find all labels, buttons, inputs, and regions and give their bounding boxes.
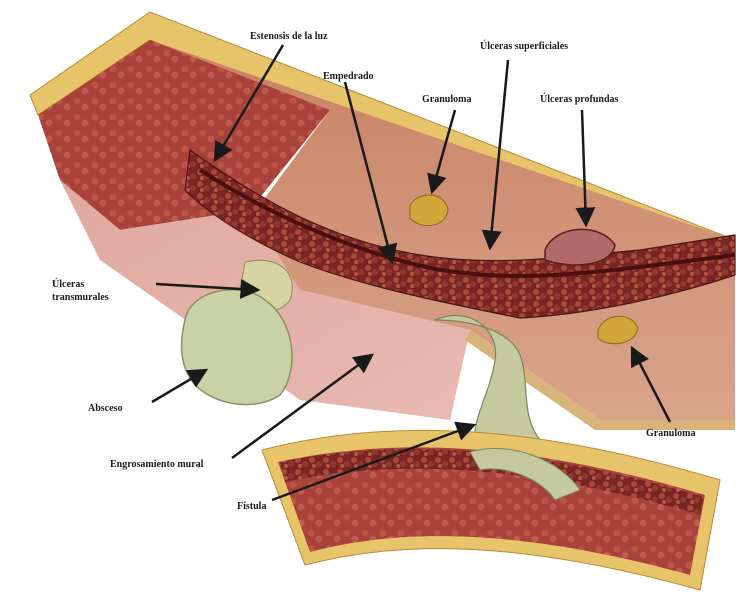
label-ulceras-superficiales: Úlceras superficiales bbox=[480, 40, 568, 53]
label-granuloma-right: Granuloma bbox=[646, 427, 695, 440]
label-ulceras-transmurales: Úlceras transmurales bbox=[52, 278, 142, 304]
label-absceso: Absceso bbox=[88, 402, 122, 415]
label-estenosis: Estenosis de la luz bbox=[250, 30, 328, 43]
label-empedrado: Empedrado bbox=[323, 70, 374, 83]
label-fistula: Fístula bbox=[237, 500, 266, 513]
granuloma-upper bbox=[410, 195, 448, 226]
label-ulceras-profundas: Úlceras profundas bbox=[540, 93, 618, 106]
label-granuloma-top: Granuloma bbox=[422, 93, 471, 106]
label-engrosamiento: Engrosamiento mural bbox=[110, 458, 203, 471]
